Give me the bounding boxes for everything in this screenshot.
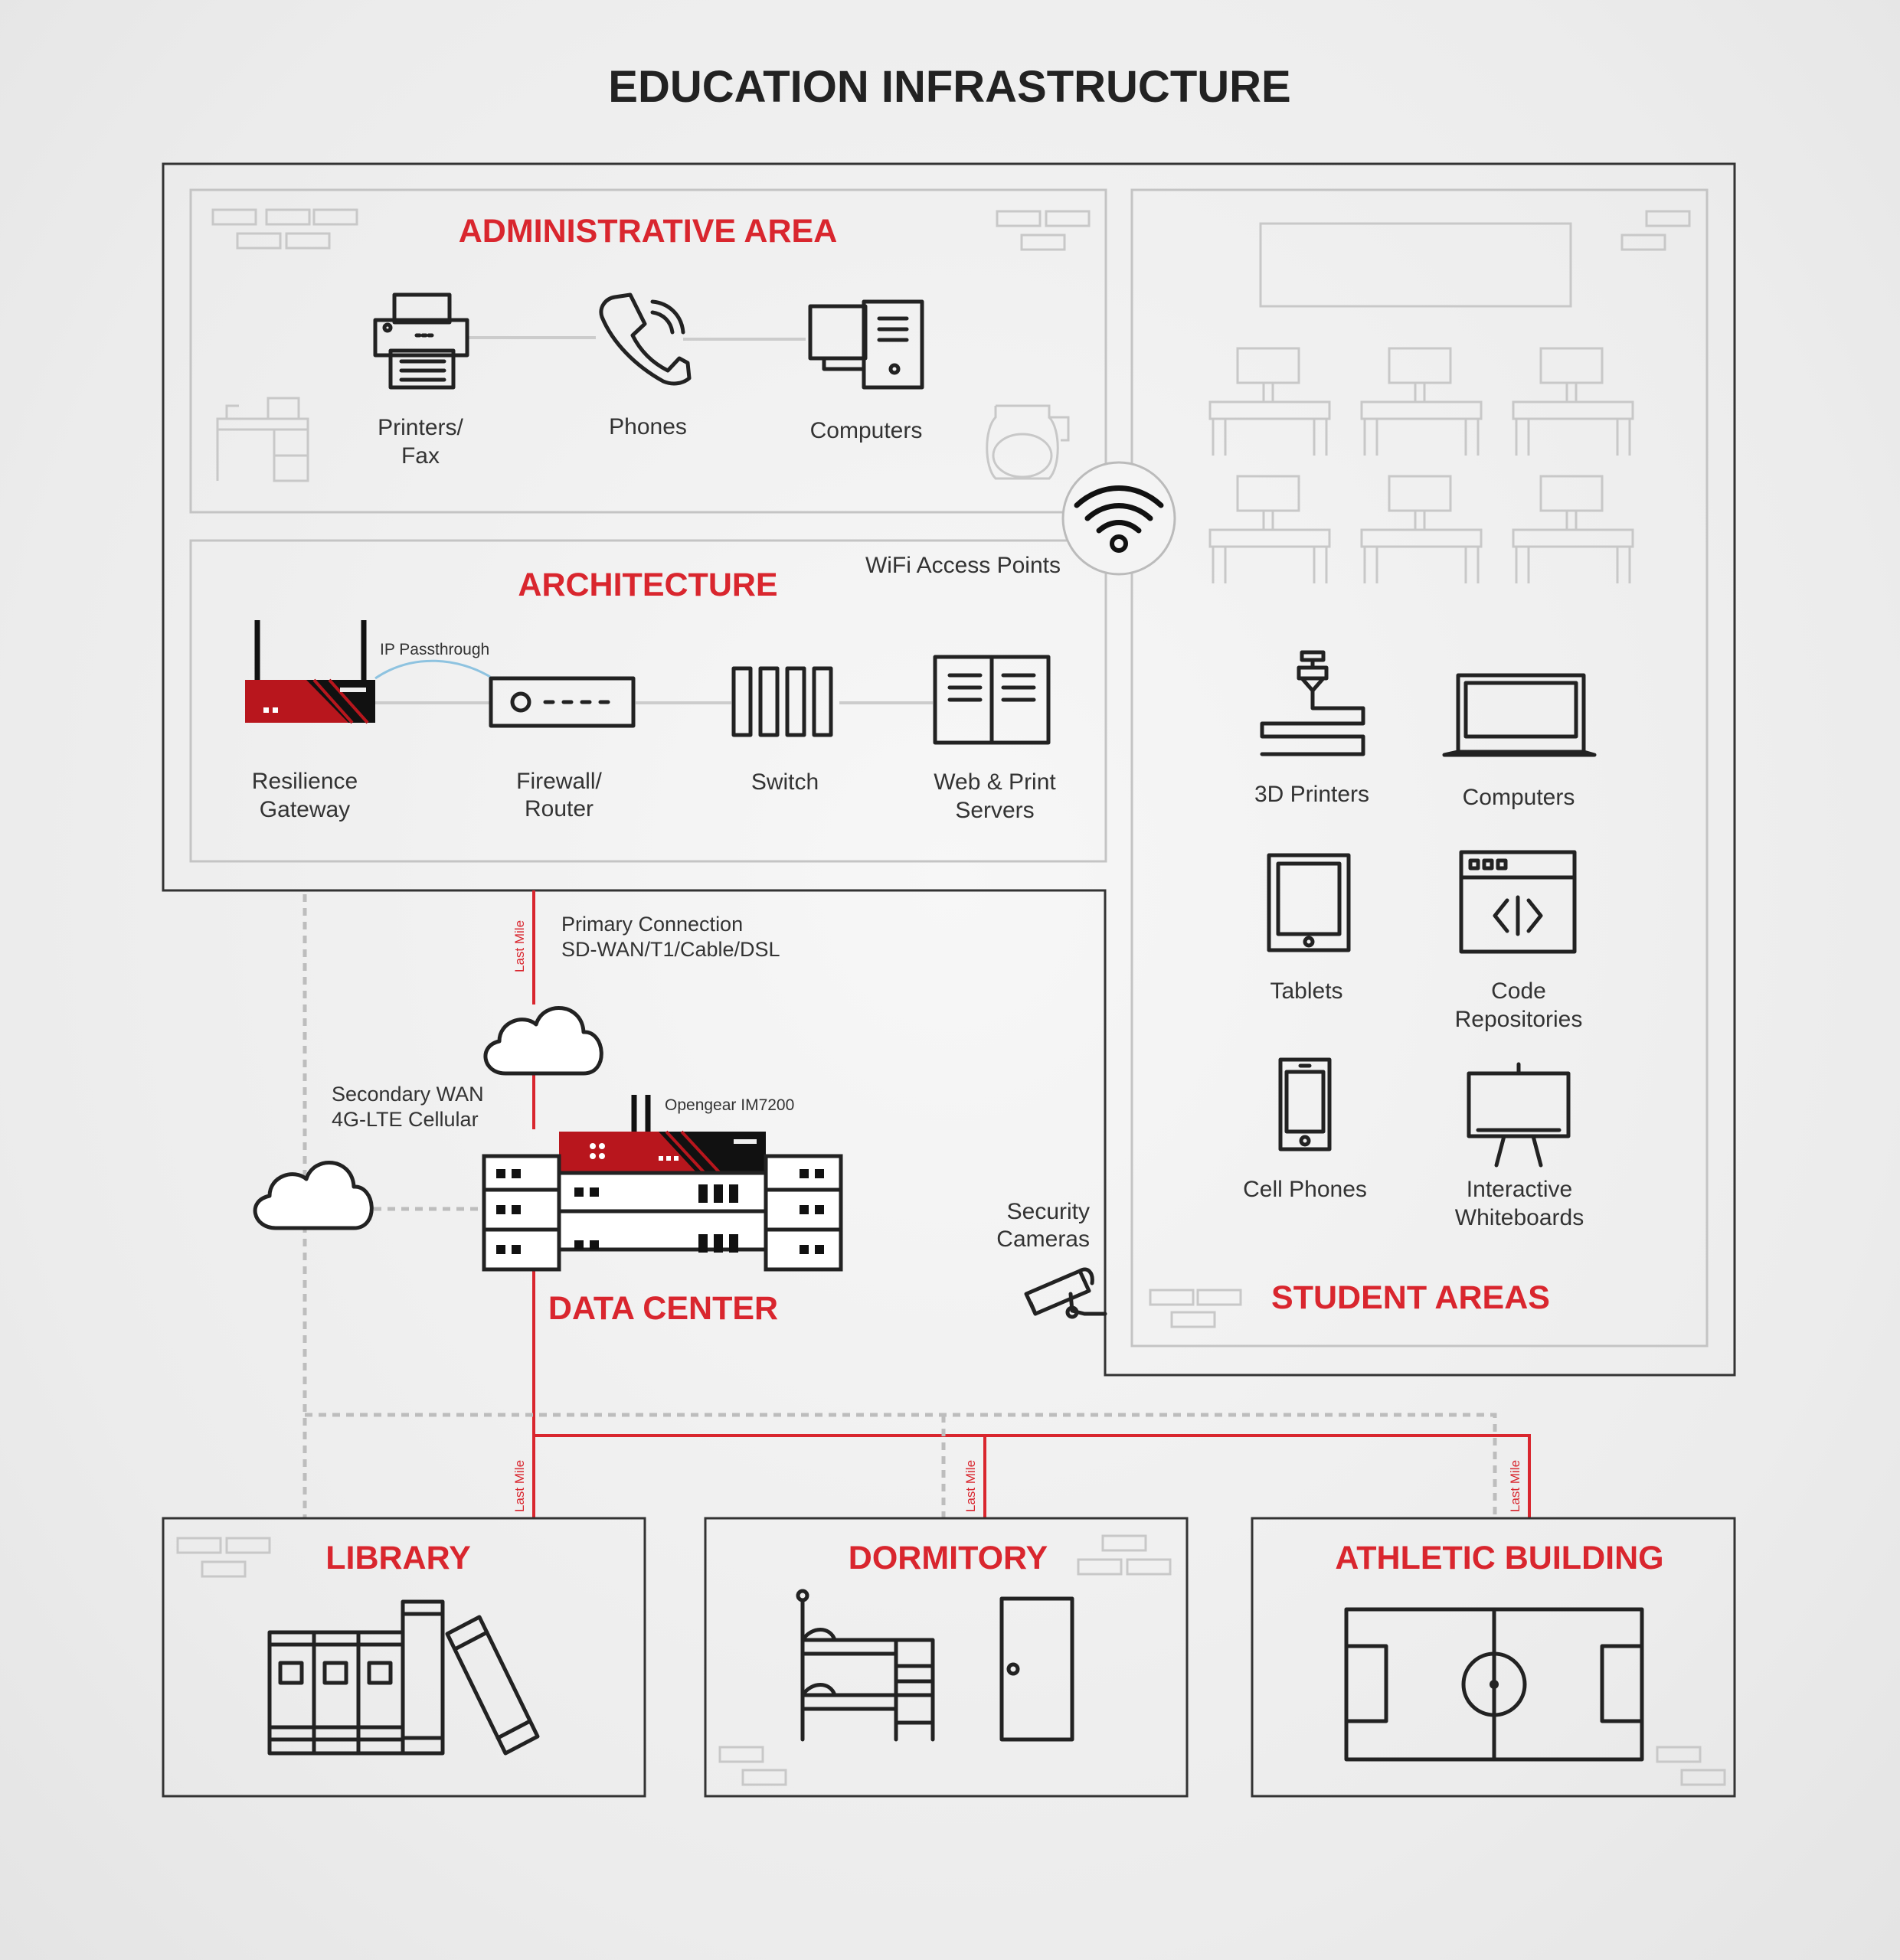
printers-label-1: Printers/	[378, 415, 463, 440]
computer-icon	[808, 299, 924, 390]
cameras-label-2: Cameras	[996, 1227, 1090, 1252]
data-center-title: DATA CENTER	[548, 1290, 778, 1327]
ip-passthrough-label: IP Passthrough	[380, 641, 489, 658]
cell-phones-label: Cell Phones	[1243, 1177, 1367, 1202]
secondary-label-2: 4G-LTE Cellular	[332, 1108, 479, 1131]
ip-passthrough-link	[374, 659, 491, 680]
wifi-icon	[1061, 461, 1176, 576]
library-panel	[162, 1517, 646, 1798]
primary-label-1: Primary Connection	[561, 913, 743, 936]
admin-area-panel	[189, 188, 1107, 514]
student-area-panel	[1130, 188, 1709, 1348]
last-mile-label-library: Last Mile	[512, 1460, 527, 1512]
student-areas-title: STUDENT AREAS	[1271, 1279, 1550, 1316]
firewall-label-2: Router	[525, 796, 594, 822]
switch-label: Switch	[751, 769, 819, 795]
student-computers-label: Computers	[1463, 785, 1575, 810]
laptop-icon	[1442, 673, 1597, 757]
secondary-label-1: Secondary WAN	[332, 1083, 484, 1106]
dormitory-panel	[704, 1517, 1189, 1798]
decor-bricks	[176, 208, 1726, 1786]
page-title: EDUCATION INFRASTRUCTURE	[608, 62, 1290, 112]
gateway-icon	[245, 620, 375, 724]
cloud-icon-secondary	[253, 1161, 374, 1230]
field-icon	[1344, 1607, 1644, 1762]
whiteboards-label-2: Whiteboards	[1455, 1205, 1584, 1230]
library-title: LIBRARY	[325, 1540, 471, 1576]
campus-outline	[162, 162, 1736, 1377]
cameras-label-1: Security	[1007, 1199, 1090, 1224]
architecture-panel	[189, 539, 1107, 863]
servers-label-2: Servers	[955, 798, 1034, 823]
athletic-title: ATHLETIC BUILDING	[1335, 1540, 1663, 1576]
opengear-label: Opengear IM7200	[665, 1096, 794, 1114]
switch-icon	[731, 666, 833, 737]
printers-3d-label: 3D Printers	[1254, 782, 1369, 807]
admin-link-lines	[469, 336, 806, 341]
gateway-label-1: Resilience	[252, 769, 358, 794]
admin-area-title: ADMINISTRATIVE AREA	[459, 213, 838, 250]
athletic-panel	[1251, 1517, 1736, 1798]
printers-label-2: Fax	[401, 443, 440, 469]
code-label-1: Code	[1491, 978, 1546, 1004]
dormitory-title: DORMITORY	[849, 1540, 1048, 1576]
decor-desk	[216, 397, 309, 482]
primary-label-2: SD-WAN/T1/Cable/DSL	[561, 938, 780, 961]
decor-coffee	[986, 404, 1070, 480]
whiteboards-label-1: Interactive	[1467, 1177, 1572, 1202]
field-center-spot	[1490, 1680, 1499, 1689]
architecture-title: ARCHITECTURE	[518, 567, 777, 603]
decor-classroom	[1208, 222, 1634, 583]
gateway-label-2: Gateway	[260, 797, 350, 822]
bunk-bed-icon	[796, 1589, 935, 1742]
last-mile-label-athletic: Last Mile	[1508, 1460, 1522, 1512]
secondary-dashed-lines	[302, 894, 1497, 1517]
firewall-label-1: Firewall/	[516, 769, 602, 794]
phone-icon	[599, 292, 692, 386]
whiteboard-icon	[1467, 1062, 1571, 1168]
books-icon	[267, 1599, 540, 1756]
admin-computers-label: Computers	[810, 418, 923, 443]
tablet-icon	[1267, 853, 1351, 952]
camera-icon	[1024, 1267, 1107, 1319]
code-label-2: Repositories	[1455, 1007, 1583, 1032]
cell-phone-icon	[1278, 1057, 1332, 1152]
cloud-icon	[483, 1006, 603, 1076]
printer-3d-icon	[1260, 650, 1365, 756]
last-mile-label-dorm: Last Mile	[963, 1460, 978, 1512]
code-icon	[1459, 850, 1577, 954]
last-mile-label-top: Last Mile	[512, 920, 527, 972]
door-icon	[999, 1596, 1074, 1742]
firewall-icon	[489, 676, 636, 728]
wifi-label: WiFi Access Points	[865, 553, 1061, 578]
server-icon	[933, 655, 1051, 745]
datacenter-icon	[482, 1095, 843, 1272]
printer-icon	[373, 292, 469, 390]
servers-label-1: Web & Print	[934, 769, 1056, 795]
tablets-label: Tablets	[1270, 978, 1342, 1004]
primary-red-lines	[532, 890, 1531, 1517]
phones-label: Phones	[609, 414, 687, 439]
